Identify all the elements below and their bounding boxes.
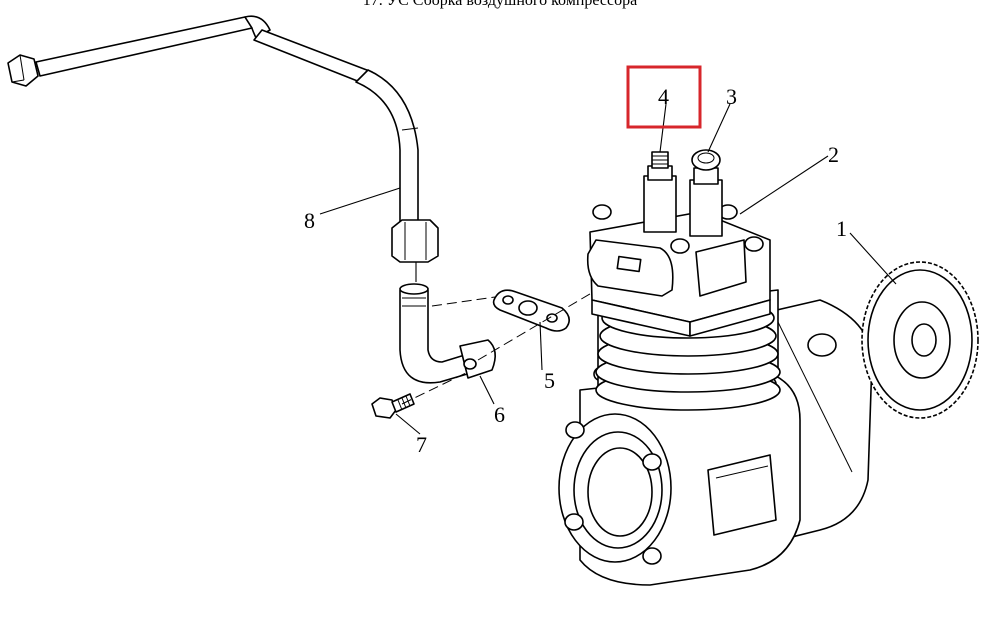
elbow-part-6[interactable] [399, 283, 496, 384]
callout-8: 8 [304, 208, 315, 233]
diagram-title: 17. УС Сборка воздушного компрессора [362, 0, 638, 9]
callout-1: 1 [836, 216, 847, 241]
fitting-part-4[interactable] [643, 151, 677, 233]
gear-part-1[interactable] [861, 261, 979, 419]
callout-4: 4 [658, 84, 669, 109]
callout-7: 7 [416, 432, 427, 457]
gasket-part-5[interactable] [492, 289, 570, 332]
callout-6: 6 [494, 402, 505, 427]
bolt-part-7[interactable] [371, 393, 415, 419]
callout-3: 3 [726, 84, 737, 109]
fitting-part-3[interactable] [689, 149, 723, 237]
compressor-body [558, 204, 873, 586]
highlight-box [626, 65, 702, 129]
pipe-part-8[interactable] [7, 15, 439, 282]
callout-2: 2 [828, 142, 839, 167]
callout-5: 5 [544, 368, 555, 393]
